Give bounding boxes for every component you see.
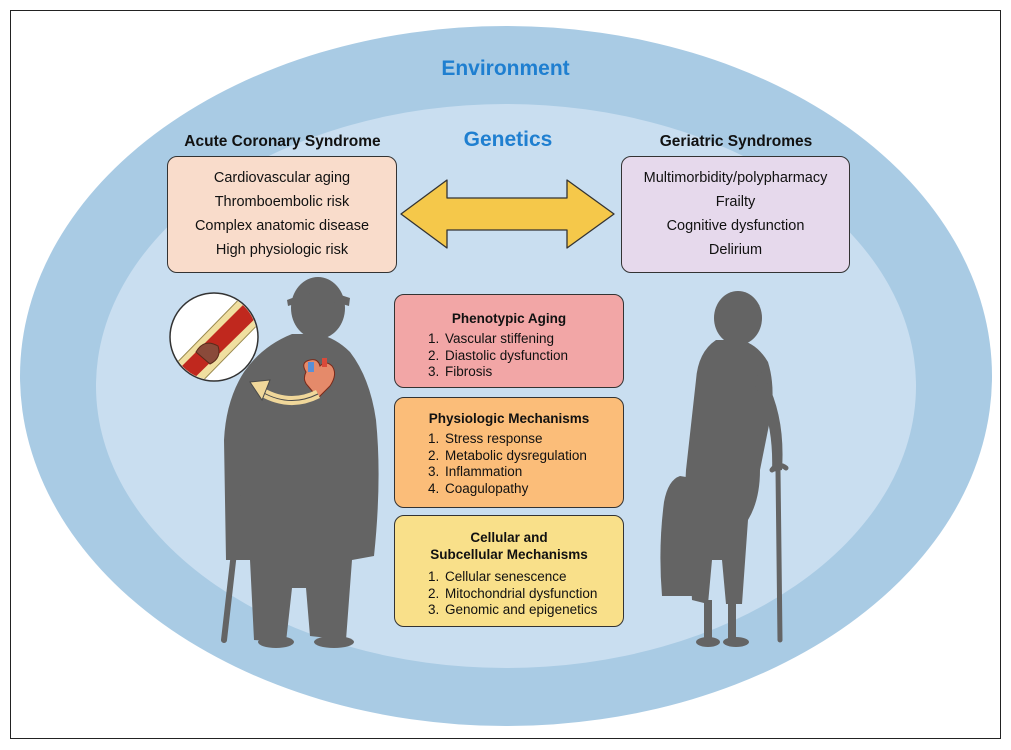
elderly-man-with-cane-icon <box>224 277 379 648</box>
list-item: Cellular senescence <box>443 569 623 586</box>
list-item: Mitochondrial dysfunction <box>443 586 623 603</box>
geriatric-item: Delirium <box>708 242 763 258</box>
environment-label: Environment <box>441 57 570 80</box>
acs-item: Complex anatomic disease <box>194 218 370 234</box>
genetics-label: Genetics <box>463 128 553 151</box>
phenotypic-aging-box: Phenotypic Aging Vascular stiffening Dia… <box>394 294 624 388</box>
man-cane-icon <box>221 488 253 643</box>
geriatric-item: Frailty <box>715 194 756 210</box>
geriatric-item: Multimorbidity/polypharmacy <box>643 170 828 186</box>
acs-item: Thromboembolic risk <box>214 194 350 210</box>
geriatric-syndromes-box: Multimorbidity/polypharmacy Frailty Cogn… <box>621 156 850 273</box>
acute-coronary-syndrome-box: Cardiovascular aging Thromboembolic risk… <box>167 156 397 273</box>
acs-item: High physiologic risk <box>215 242 349 258</box>
acs-item: Cardiovascular aging <box>213 170 351 186</box>
artery-plaque-icon <box>169 292 259 382</box>
physiologic-mechanisms-box: Physiologic Mechanisms Stress response M… <box>394 397 624 508</box>
double-arrow-icon <box>400 179 615 249</box>
phenotypic-aging-title: Phenotypic Aging <box>451 311 567 326</box>
geriatric-syndromes-title: Geriatric Syndromes <box>659 133 813 150</box>
elderly-woman-with-cane-icon <box>660 291 783 647</box>
acute-coronary-syndrome-title: Acute Coronary Syndrome <box>184 133 381 150</box>
woman-cane-icon <box>769 462 789 643</box>
curved-arrow-icon <box>249 379 321 405</box>
physiologic-mechanisms-title: Physiologic Mechanisms <box>428 411 590 426</box>
list-item: Inflammation <box>443 464 623 481</box>
list-item: Metabolic dysregulation <box>443 448 623 465</box>
cellular-mechanisms-title-line1: Cellular and <box>470 530 548 545</box>
list-item: Diastolic dysfunction <box>443 348 623 365</box>
cellular-mechanisms-title-line2: Subcellular Mechanisms <box>430 547 588 562</box>
heart-icon <box>303 358 336 399</box>
list-item: Coagulopathy <box>443 481 623 498</box>
list-item: Genomic and epigenetics <box>443 602 623 619</box>
geriatric-item: Cognitive dysfunction <box>666 218 805 234</box>
list-item: Stress response <box>443 431 623 448</box>
cellular-mechanisms-box: Cellular and Subcellular Mechanisms Cell… <box>394 515 624 627</box>
list-item: Fibrosis <box>443 364 623 381</box>
list-item: Vascular stiffening <box>443 331 623 348</box>
